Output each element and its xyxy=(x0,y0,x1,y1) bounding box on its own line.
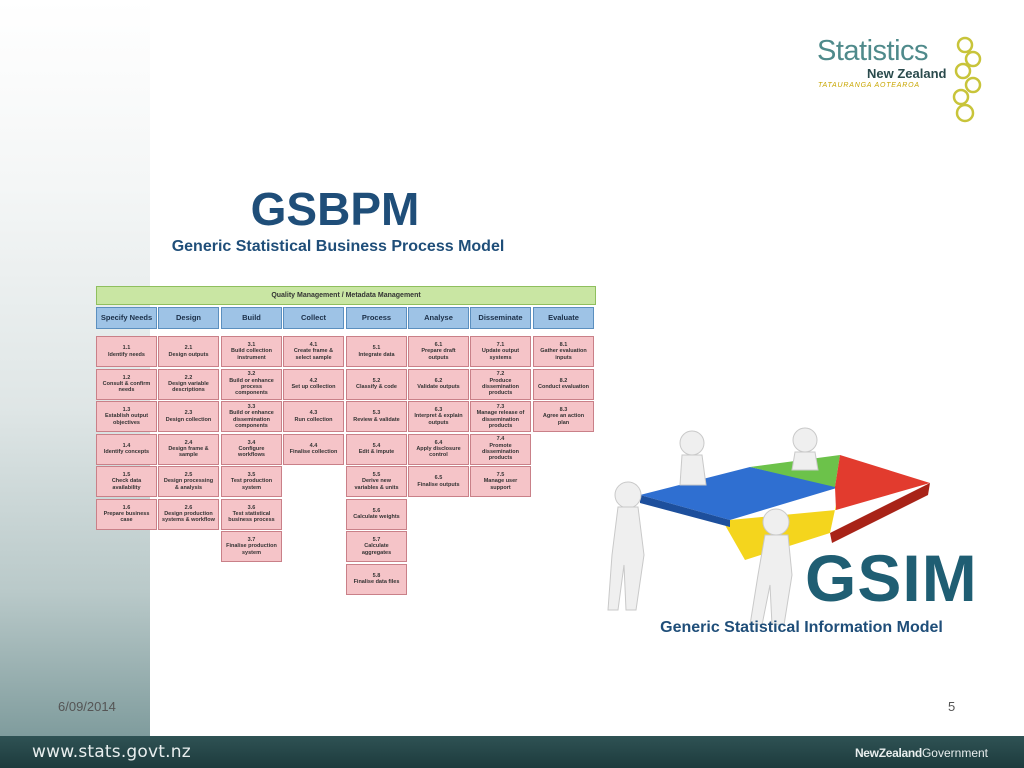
slide-page-number: 5 xyxy=(948,699,956,714)
subprocess-6-4: 6.4 Apply disclosure control xyxy=(408,433,469,465)
logo-word-maori: TATAURANGA AOTEAROA xyxy=(818,82,920,89)
phase-header-3: Build xyxy=(221,307,282,329)
subprocess-5-6: 5.6 Calculate weights xyxy=(346,498,407,530)
gsim-subtitle: Generic Statistical Information Model xyxy=(660,619,943,636)
subprocess-1-4: 1.4 Identify concepts xyxy=(96,433,157,465)
subprocess-1-2: 1.2 Consult & confirm needs xyxy=(96,368,157,400)
subprocess-5-4: 5.4 Edit & impute xyxy=(346,433,407,465)
subprocess-2-2: 2.2 Design variable descriptions xyxy=(158,368,219,400)
subprocess-7-3: 7.3 Manage release of dissemination prod… xyxy=(470,401,531,432)
gsim-logo-text: GSIM xyxy=(805,541,978,615)
logo-word-new-zealand: New Zealand xyxy=(867,66,947,81)
quality-management-bar: Quality Management / Metadata Management xyxy=(96,286,596,305)
subprocess-7-5: 7.5 Manage user support xyxy=(470,466,531,497)
subprocess-6-3: 6.3 Interpret & explain outputs xyxy=(408,401,469,432)
subprocess-4-3: 4.3 Run collection xyxy=(283,401,344,432)
subprocess-5-7: 5.7 Calculate aggregates xyxy=(346,531,407,562)
slide-title: GSBPM xyxy=(250,183,420,235)
subprocess-8-2: 8.2 Conduct evaluation xyxy=(533,368,594,400)
subprocess-3-4: 3.4 Configure workflows xyxy=(221,433,282,465)
phase-header-7: Disseminate xyxy=(470,307,531,329)
subprocess-7-2: 7.2 Produce dissemination products xyxy=(470,368,531,400)
footer-url[interactable]: www.stats.govt.nz xyxy=(32,742,191,762)
subprocess-6-2: 6.2 Validate outputs xyxy=(408,368,469,400)
gov-logo-bold: NewZealand xyxy=(854,746,922,760)
subprocess-6-1: 6.1 Prepare draft outputs xyxy=(408,336,469,367)
logo-word-statistics: Statistics xyxy=(817,35,929,67)
subprocess-5-2: 5.2 Classify & code xyxy=(346,368,407,400)
subprocess-5-1: 5.1 Integrate data xyxy=(346,336,407,367)
gov-logo-rest: Government xyxy=(921,746,988,760)
subprocess-6-5: 6.5 Finalise outputs xyxy=(408,466,469,497)
subprocess-3-5: 3.5 Test production system xyxy=(221,466,282,497)
subprocess-7-4: 7.4 Promote dissemination products xyxy=(470,433,531,465)
phase-header-6: Analyse xyxy=(408,307,469,329)
subprocess-2-4: 2.4 Design frame & sample xyxy=(158,433,219,465)
subprocess-1-3: 1.3 Establish output objectives xyxy=(96,401,157,432)
subprocess-3-2: 3.2 Build or enhance process components xyxy=(221,368,282,400)
subprocess-3-7: 3.7 Finalise production system xyxy=(221,531,282,562)
subprocess-5-8: 5.8 Finalise data files xyxy=(346,563,407,595)
subprocess-4-2: 4.2 Set up collection xyxy=(283,368,344,400)
subprocess-1-5: 1.5 Check data availability xyxy=(96,466,157,497)
subprocess-8-1: 8.1 Gather evaluation inputs xyxy=(533,336,594,367)
phase-header-5: Process xyxy=(346,307,407,329)
phase-header-8: Evaluate xyxy=(533,307,594,329)
subprocess-8-3: 8.3 Agree an action plan xyxy=(533,401,594,432)
gsbpm-diagram: Quality Management / Metadata Management… xyxy=(96,286,596,596)
puzzle-piece-blue xyxy=(640,467,840,520)
slide-date: 6/09/2014 xyxy=(58,699,116,714)
logo-koru-icon xyxy=(952,36,982,123)
subprocess-5-3: 5.3 Review & validate xyxy=(346,401,407,432)
subprocess-3-3: 3.3 Build or enhance dissemination compo… xyxy=(221,401,282,432)
nz-government-logo: NewZealandGovernment xyxy=(855,746,988,760)
subprocess-1-6: 1.6 Prepare business case xyxy=(96,498,157,530)
phase-header-4: Collect xyxy=(283,307,344,329)
subprocess-4-4: 4.4 Finalise collection xyxy=(283,433,344,465)
subprocess-2-3: 2.3 Design collection xyxy=(158,401,219,432)
subprocess-7-1: 7.1 Update output systems xyxy=(470,336,531,367)
subprocess-2-5: 2.5 Design processing & analysis xyxy=(158,466,219,497)
subprocess-4-1: 4.1 Create frame & select sample xyxy=(283,336,344,367)
slide-subtitle: Generic Statistical Business Process Mod… xyxy=(171,238,505,255)
subprocess-2-1: 2.1 Design outputs xyxy=(158,336,219,367)
stats-nz-logo: Statistics New Zealand TATAURANGA AOTEAR… xyxy=(815,35,995,130)
footer-bar: www.stats.govt.nz NewZealandGovernment xyxy=(0,736,1024,768)
subprocess-3-1: 3.1 Build collection instrument xyxy=(221,336,282,367)
subprocess-1-1: 1.1 Identify needs xyxy=(96,336,157,367)
phase-header-2: Design xyxy=(158,307,219,329)
gsim-puzzle-illustration xyxy=(607,427,930,625)
puzzle-piece-green xyxy=(750,455,840,487)
phase-header-1: Specify Needs xyxy=(96,307,157,329)
subprocess-3-6: 3.6 Test statistical business process xyxy=(221,498,282,530)
subprocess-2-6: 2.6 Design production systems & workflow xyxy=(158,498,219,530)
subprocess-5-5: 5.5 Derive new variables & units xyxy=(346,466,407,497)
puzzle-piece-red xyxy=(835,455,930,510)
